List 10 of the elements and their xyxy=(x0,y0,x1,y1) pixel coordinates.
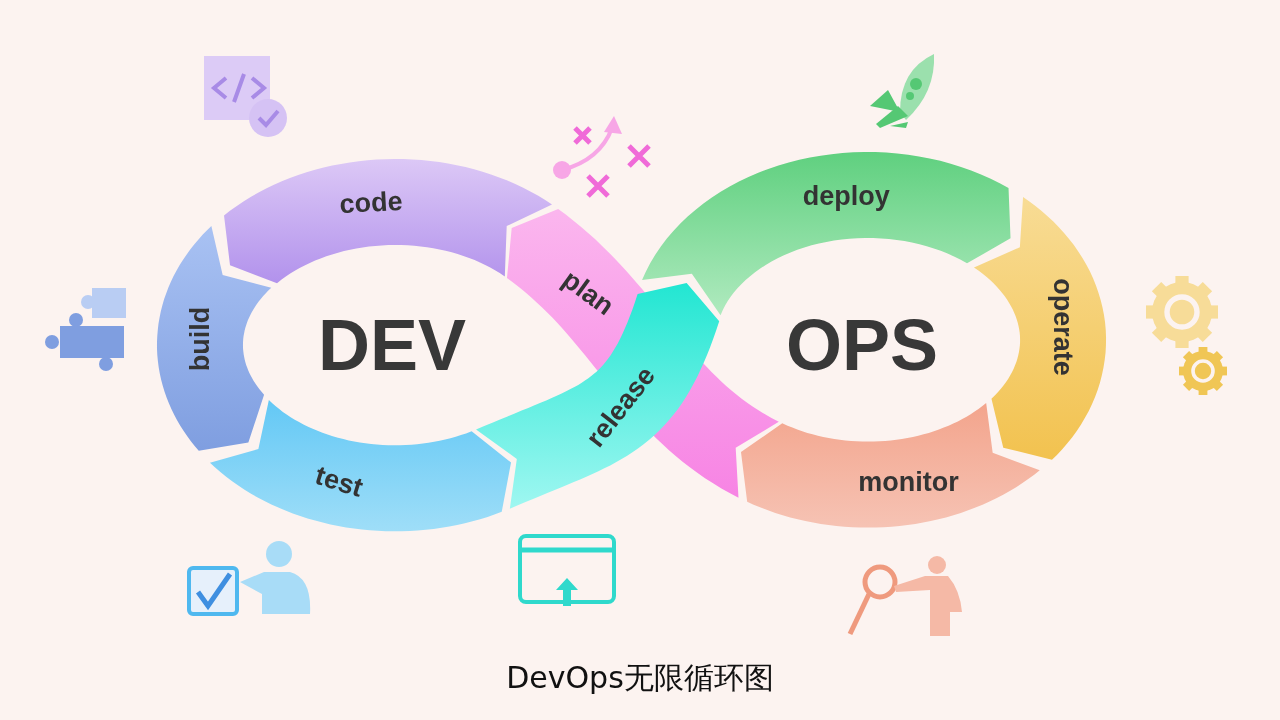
loop-title: OPS xyxy=(785,309,939,381)
segment-label: code xyxy=(338,187,404,219)
segment-label: build xyxy=(186,306,214,371)
caption: DevOps无限循环图 xyxy=(506,660,774,695)
loop-title: DEV xyxy=(318,309,466,381)
segment-label: plan xyxy=(557,265,619,320)
segment-label: monitor xyxy=(858,468,959,496)
segment-label: test xyxy=(312,462,367,502)
segment-label: operate xyxy=(1048,278,1076,377)
segment-label: deploy xyxy=(802,182,890,210)
